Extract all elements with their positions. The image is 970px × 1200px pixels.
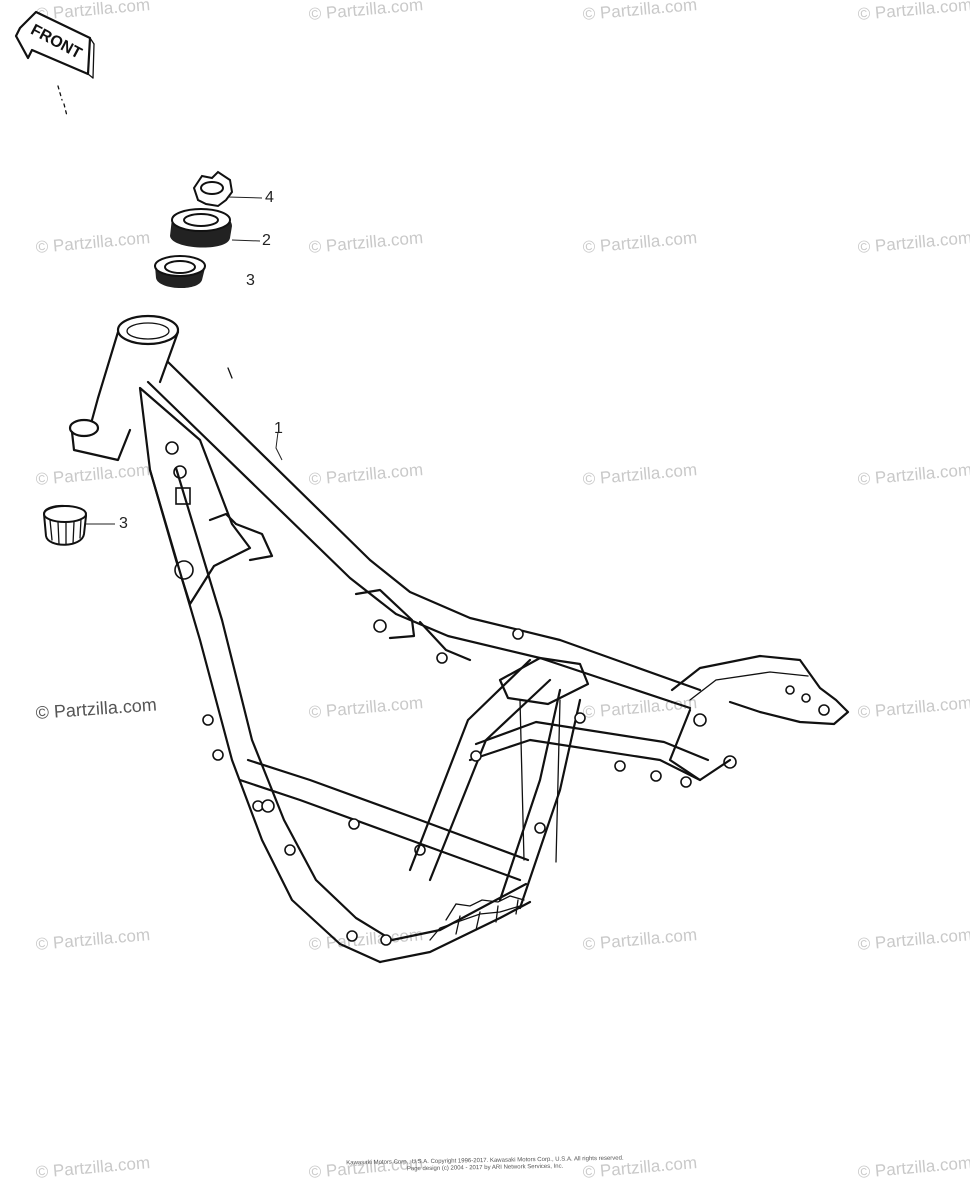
callout-2: 2 <box>262 232 271 249</box>
callout-1: 1 <box>274 420 283 437</box>
upper-bearing-part <box>170 208 261 248</box>
front-arrow-icon: FRONT <box>14 10 95 117</box>
stem-nut-part <box>192 170 263 208</box>
callout-4: 4 <box>265 189 274 206</box>
lower-bearing-cup-part <box>42 504 115 546</box>
frame-part <box>68 314 850 964</box>
callout-3-top: 3 <box>246 272 255 289</box>
bearing-cup-part <box>154 255 206 289</box>
callout-3-left: 3 <box>119 515 128 532</box>
